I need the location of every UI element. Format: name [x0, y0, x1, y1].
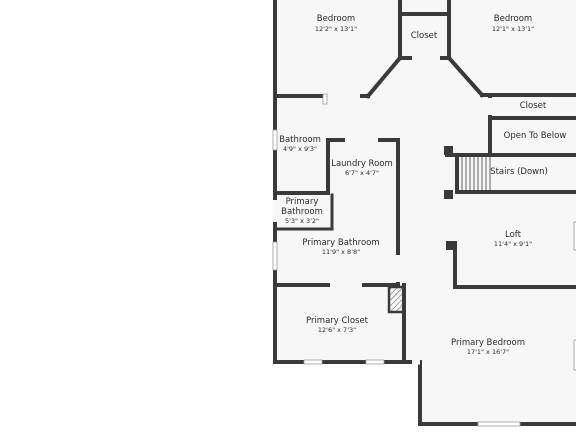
room-label-bedroom-left: Bedroom 12'2" x 13'1": [315, 14, 357, 33]
room-label-laundry-room: Laundry Room 6'7" x 4'7": [331, 159, 393, 177]
room-label-primary-bedroom: Primary Bedroom 17'1" x 16'7": [451, 338, 525, 356]
svg-text:Bedroom: Bedroom: [494, 14, 532, 24]
svg-text:Stairs (Down): Stairs (Down): [490, 167, 548, 177]
door-openings: [272, 55, 493, 365]
room-label-primary-bathroom-small: Primary Bathroom 5'3" x 3'2": [281, 197, 323, 225]
svg-text:Primary Closet: Primary Closet: [306, 316, 369, 326]
svg-text:6'7" x 4'7": 6'7" x 4'7": [345, 169, 379, 177]
room-labels: Bedroom 12'2" x 13'1" Closet Bedroom 12'…: [279, 14, 566, 356]
svg-text:Primary Bedroom: Primary Bedroom: [451, 338, 525, 348]
svg-text:12'2" x 13'1": 12'2" x 13'1": [315, 25, 357, 33]
svg-text:Bedroom: Bedroom: [317, 14, 355, 24]
svg-text:Laundry Room: Laundry Room: [331, 159, 393, 169]
svg-text:Bathroom: Bathroom: [279, 135, 321, 145]
room-label-primary-bathroom: Primary Bathroom 11'9" x 8'8": [302, 238, 379, 256]
room-label-closet-right: Closet: [520, 101, 547, 111]
room-label-closet-top: Closet: [411, 31, 438, 41]
svg-text:Open To Below: Open To Below: [504, 131, 567, 141]
room-label-open-to-below: Open To Below: [504, 131, 567, 141]
svg-text:Bathroom: Bathroom: [281, 207, 323, 217]
svg-text:4'9" x 9'3": 4'9" x 9'3": [283, 145, 317, 153]
walls: [273, 0, 576, 426]
posts: [444, 146, 455, 250]
svg-text:Closet: Closet: [520, 101, 547, 111]
svg-text:11'9" x 8'8": 11'9" x 8'8": [322, 248, 360, 256]
svg-text:17'1" x 16'7": 17'1" x 16'7": [467, 348, 509, 356]
svg-text:5'3" x 3'2": 5'3" x 3'2": [285, 217, 319, 225]
svg-text:Primary: Primary: [286, 197, 319, 207]
room-label-loft: Loft 11'4" x 9'1": [494, 230, 532, 248]
svg-text:11'4" x 9'1": 11'4" x 9'1": [494, 240, 532, 248]
chase-hatch: [387, 285, 406, 314]
room-label-bathroom: Bathroom 4'9" x 9'3": [279, 135, 321, 153]
svg-text:Loft: Loft: [505, 230, 522, 240]
svg-text:Closet: Closet: [411, 31, 438, 41]
room-label-bedroom-right: Bedroom 12'1" x 13'1": [492, 14, 534, 33]
stair-treads: [461, 157, 491, 192]
room-label-primary-closet: Primary Closet 12'6" x 7'3": [306, 316, 369, 334]
svg-text:12'1" x 13'1": 12'1" x 13'1": [492, 25, 534, 33]
svg-text:12'6" x 7'3": 12'6" x 7'3": [318, 326, 356, 334]
windows: [272, 93, 576, 427]
floor-area: [275, 0, 576, 424]
svg-text:Primary Bathroom: Primary Bathroom: [302, 238, 379, 248]
room-label-stairs: Stairs (Down): [490, 167, 548, 177]
